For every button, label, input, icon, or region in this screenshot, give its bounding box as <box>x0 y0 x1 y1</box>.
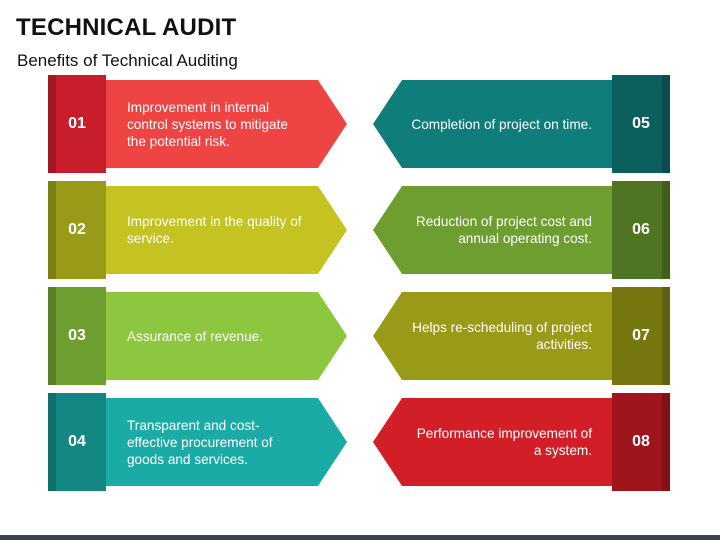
step-text: Improvement in internal control systems … <box>127 99 288 149</box>
tab-fold <box>48 181 56 279</box>
step-text: Completion of project on time. <box>411 116 592 132</box>
step-text: Helps re-scheduling of project activitie… <box>412 320 592 352</box>
bottom-bar <box>0 535 720 540</box>
arrow-shape <box>60 398 347 486</box>
number-tab <box>612 75 670 173</box>
step-number: 05 <box>632 115 650 132</box>
arrow-shape <box>373 398 664 486</box>
number-tab <box>48 181 106 279</box>
step-number: 04 <box>68 433 86 450</box>
step-text: Reduction of project cost and annual ope… <box>415 214 592 246</box>
arrow-shape <box>60 292 347 380</box>
arrow-shape <box>373 186 664 274</box>
tab-fold <box>662 75 670 173</box>
number-tab <box>48 75 106 173</box>
page-title: TECHNICAL AUDIT <box>16 14 237 41</box>
page-subtitle: Benefits of Technical Auditing <box>17 51 238 70</box>
number-tab <box>48 287 106 385</box>
step-number: 08 <box>632 433 650 450</box>
number-tab <box>612 181 670 279</box>
step-number: 02 <box>68 221 86 238</box>
tab-fold <box>48 75 56 173</box>
arrow-shape <box>373 292 664 380</box>
arrow-shape <box>60 80 347 168</box>
step-text: Assurance of revenue. <box>127 328 264 344</box>
tab-fold <box>662 393 670 491</box>
step-number: 01 <box>68 115 86 132</box>
arrow-shape <box>60 186 347 274</box>
step-text: Improvement in the quality of service. <box>127 214 302 246</box>
number-tab <box>612 393 670 491</box>
number-tab <box>48 393 106 491</box>
step-number: 06 <box>632 221 650 238</box>
step-text: Performance improvement of a system. <box>416 426 592 458</box>
step-number: 03 <box>68 327 86 344</box>
step-number: 07 <box>632 327 650 344</box>
arrow-shape <box>373 80 664 168</box>
step-text: Transparent and cost-effective procureme… <box>127 417 273 467</box>
tab-fold <box>662 287 670 385</box>
tab-fold <box>662 181 670 279</box>
tab-fold <box>48 287 56 385</box>
tab-fold <box>48 393 56 491</box>
number-tab <box>612 287 670 385</box>
